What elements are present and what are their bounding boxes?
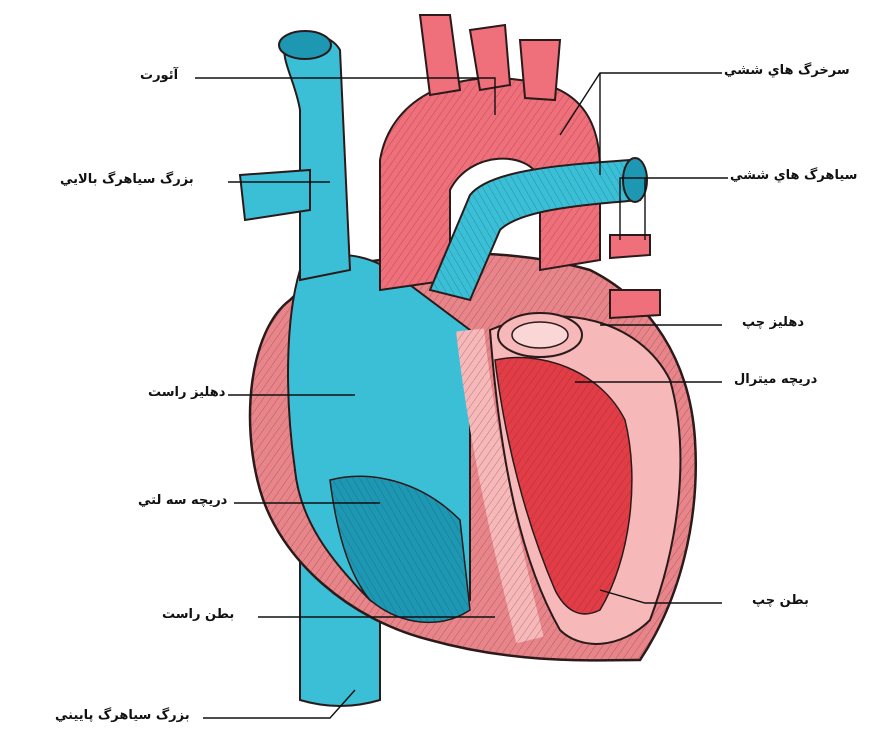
label-pulmonary-arteries: سرخرگ هاي ششي xyxy=(724,63,850,78)
label-superior-vena-cava: بزرگ سياهرگ بالايي xyxy=(60,172,194,187)
label-pulmonary-veins: سياهرگ هاي ششي xyxy=(730,168,857,183)
superior-vena-cava xyxy=(240,31,350,280)
label-inferior-vena-cava: بزرگ سياهرگ پاييني xyxy=(55,708,190,723)
label-right-ventricle: بطن راست xyxy=(162,607,234,622)
label-aorta: آئورت xyxy=(140,68,178,83)
label-left-ventricle: بطن چپ xyxy=(752,593,809,608)
label-left-atrium: دهليز چپ xyxy=(742,315,804,330)
label-tricuspid-valve: دريچه سه لتي xyxy=(138,493,227,508)
label-mitral-valve: دريچه ميترال xyxy=(734,372,817,387)
label-right-atrium: دهليز راست xyxy=(148,385,225,400)
pulmonary-vein xyxy=(610,235,660,318)
